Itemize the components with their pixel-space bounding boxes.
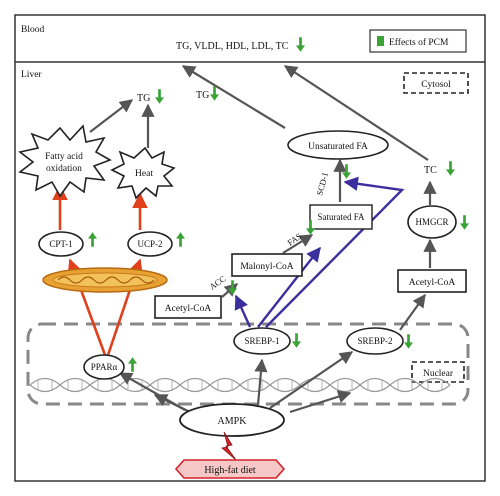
unsaturated-fa-label: Unsaturated FA — [308, 142, 368, 152]
liver-label: Liver — [21, 70, 42, 80]
tg-left-down-arrow — [155, 89, 164, 104]
ucp2-node — [127, 231, 173, 257]
malonyl-coa-label: Malonyl-CoA — [240, 262, 293, 272]
blood-label: Blood — [21, 25, 44, 35]
arrow-malonyl-sfa — [282, 234, 314, 254]
fas-label: FAS — [285, 231, 303, 248]
fatty-acid-oxidation-burst — [18, 124, 112, 198]
saturated-fa-label: Saturated FA — [317, 212, 365, 222]
arrow-ampk-srebp1 — [254, 358, 268, 406]
malonyl-coa-node — [231, 253, 303, 277]
cytosol-label: Cytosol — [421, 80, 451, 90]
purple-arrows — [234, 176, 405, 328]
acetyl-coa-left-label: Acetyl-CoA — [165, 304, 212, 314]
ucp2-label: UCP-2 — [137, 239, 162, 249]
saturated-fa-node — [309, 204, 373, 230]
srebp1-node — [233, 327, 291, 355]
arrow-srebp1-acc — [234, 294, 252, 328]
tg-mid-label: TG — [196, 90, 209, 101]
nuclear-label: Nuclear — [423, 369, 454, 379]
srebp2-down-arrow — [404, 334, 413, 349]
srebp1-down-arrow — [292, 333, 301, 348]
high-fat-diet-node — [174, 459, 286, 479]
legend-swatch — [377, 36, 384, 46]
mitochondrion-icon — [42, 267, 168, 293]
tc-label: TC — [424, 165, 437, 176]
ampk-label: AMPK — [218, 416, 248, 427]
srebp1-label: SREBP-1 — [244, 336, 279, 346]
arrow-srebp1-scd1 — [265, 176, 405, 328]
heat-burst — [110, 146, 176, 200]
srebp2-node — [346, 327, 404, 355]
gray-arrows — [89, 65, 437, 414]
arrow-ufa-blood — [181, 65, 286, 129]
cpt1-label: CPT-1 — [49, 239, 72, 249]
blood-lipids-text: TG, VLDL, HDL, LDL, TC — [176, 41, 289, 52]
fatty-acid-oxidation-line1: Fatty acid — [45, 152, 83, 162]
scd1-label: SCD-1 — [314, 171, 330, 196]
tg-mid-down-arrow — [210, 86, 219, 101]
blood-lipids-down-arrow — [296, 37, 305, 52]
hmgcr-node — [407, 205, 457, 239]
hmgcr-label: HMGCR — [415, 217, 448, 227]
ppara-label: PPARα — [91, 362, 118, 372]
fatty-acid-oxidation-line2: oxidation — [46, 164, 82, 174]
acetyl-coa-left-node — [154, 295, 222, 319]
arrow-ampk-dna-right — [289, 390, 352, 414]
ppara-up-arrow — [128, 357, 137, 372]
arrow-srebp1-fas — [257, 246, 321, 328]
dna-helix — [29, 377, 451, 393]
acc-down-arrow — [228, 280, 237, 295]
high-fat-diet-label: High-fat diet — [204, 465, 256, 476]
nuclear-box — [411, 361, 465, 383]
legend-label: Effects of PCM — [389, 37, 449, 48]
hmgcr-down-arrow — [460, 215, 469, 230]
legend-box — [369, 29, 467, 53]
arrow-srebp2-acetyl — [399, 293, 426, 331]
ppara-node — [83, 354, 125, 380]
acetyl-coa-right-node — [397, 269, 467, 293]
scd1-down-arrow — [342, 164, 351, 179]
acetyl-coa-right-label: Acetyl-CoA — [409, 278, 456, 288]
arrow-tc-blood — [283, 65, 429, 161]
cpt1-up-arrow — [88, 232, 97, 247]
heat-label: Heat — [135, 169, 153, 179]
arrow-ampk-dna-left — [153, 394, 191, 413]
outer-frame — [14, 14, 486, 482]
ampk-node — [179, 403, 285, 437]
tc-down-arrow — [446, 161, 455, 176]
acc-label: ACC — [207, 273, 227, 291]
arrow-fao-tg — [89, 99, 134, 133]
unsaturated-fa-node — [287, 130, 389, 160]
tg-left-label: TG — [137, 93, 150, 104]
cpt1-node — [38, 231, 84, 257]
cytosol-box — [403, 72, 469, 94]
ucp2-up-arrow — [176, 232, 185, 247]
arrow-ampk-srebp2 — [269, 351, 354, 409]
srebp2-label: SREBP-2 — [357, 336, 392, 346]
